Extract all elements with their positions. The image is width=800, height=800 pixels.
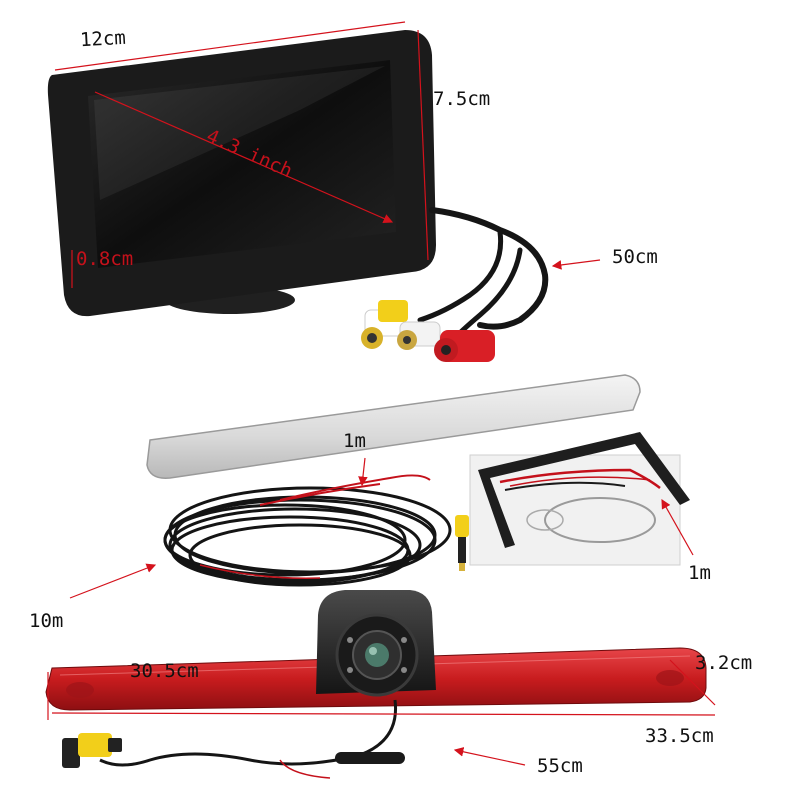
monitor-height-label: 7.5cm xyxy=(433,88,491,110)
extension-cable-coil xyxy=(163,474,452,587)
extension-yellow-plug xyxy=(455,515,469,571)
camera-cable xyxy=(62,699,405,779)
light-length-label: 30.5cm xyxy=(130,660,199,682)
dimension-lines xyxy=(47,21,716,766)
mounting-plate xyxy=(146,374,641,479)
monitor-cable-label: 50cm xyxy=(612,246,658,268)
camera-cable-label: 55cm xyxy=(537,755,583,777)
light-total-length-label: 33.5cm xyxy=(645,725,714,747)
brake-light-camera xyxy=(45,590,707,711)
monitor-width-label: 12cm xyxy=(79,26,127,52)
bracket-cable-label: 1m xyxy=(688,562,711,584)
extension-cable-label: 10m xyxy=(29,610,64,632)
monitor-depth-label: 0.8cm xyxy=(76,248,134,270)
rca-connectors xyxy=(361,300,495,362)
splitter-cable-label: 1m xyxy=(343,430,366,452)
monitor xyxy=(47,30,436,317)
light-height-label: 3.2cm xyxy=(695,652,753,674)
monitor-cable xyxy=(417,207,549,341)
bracket-photo xyxy=(469,432,690,566)
